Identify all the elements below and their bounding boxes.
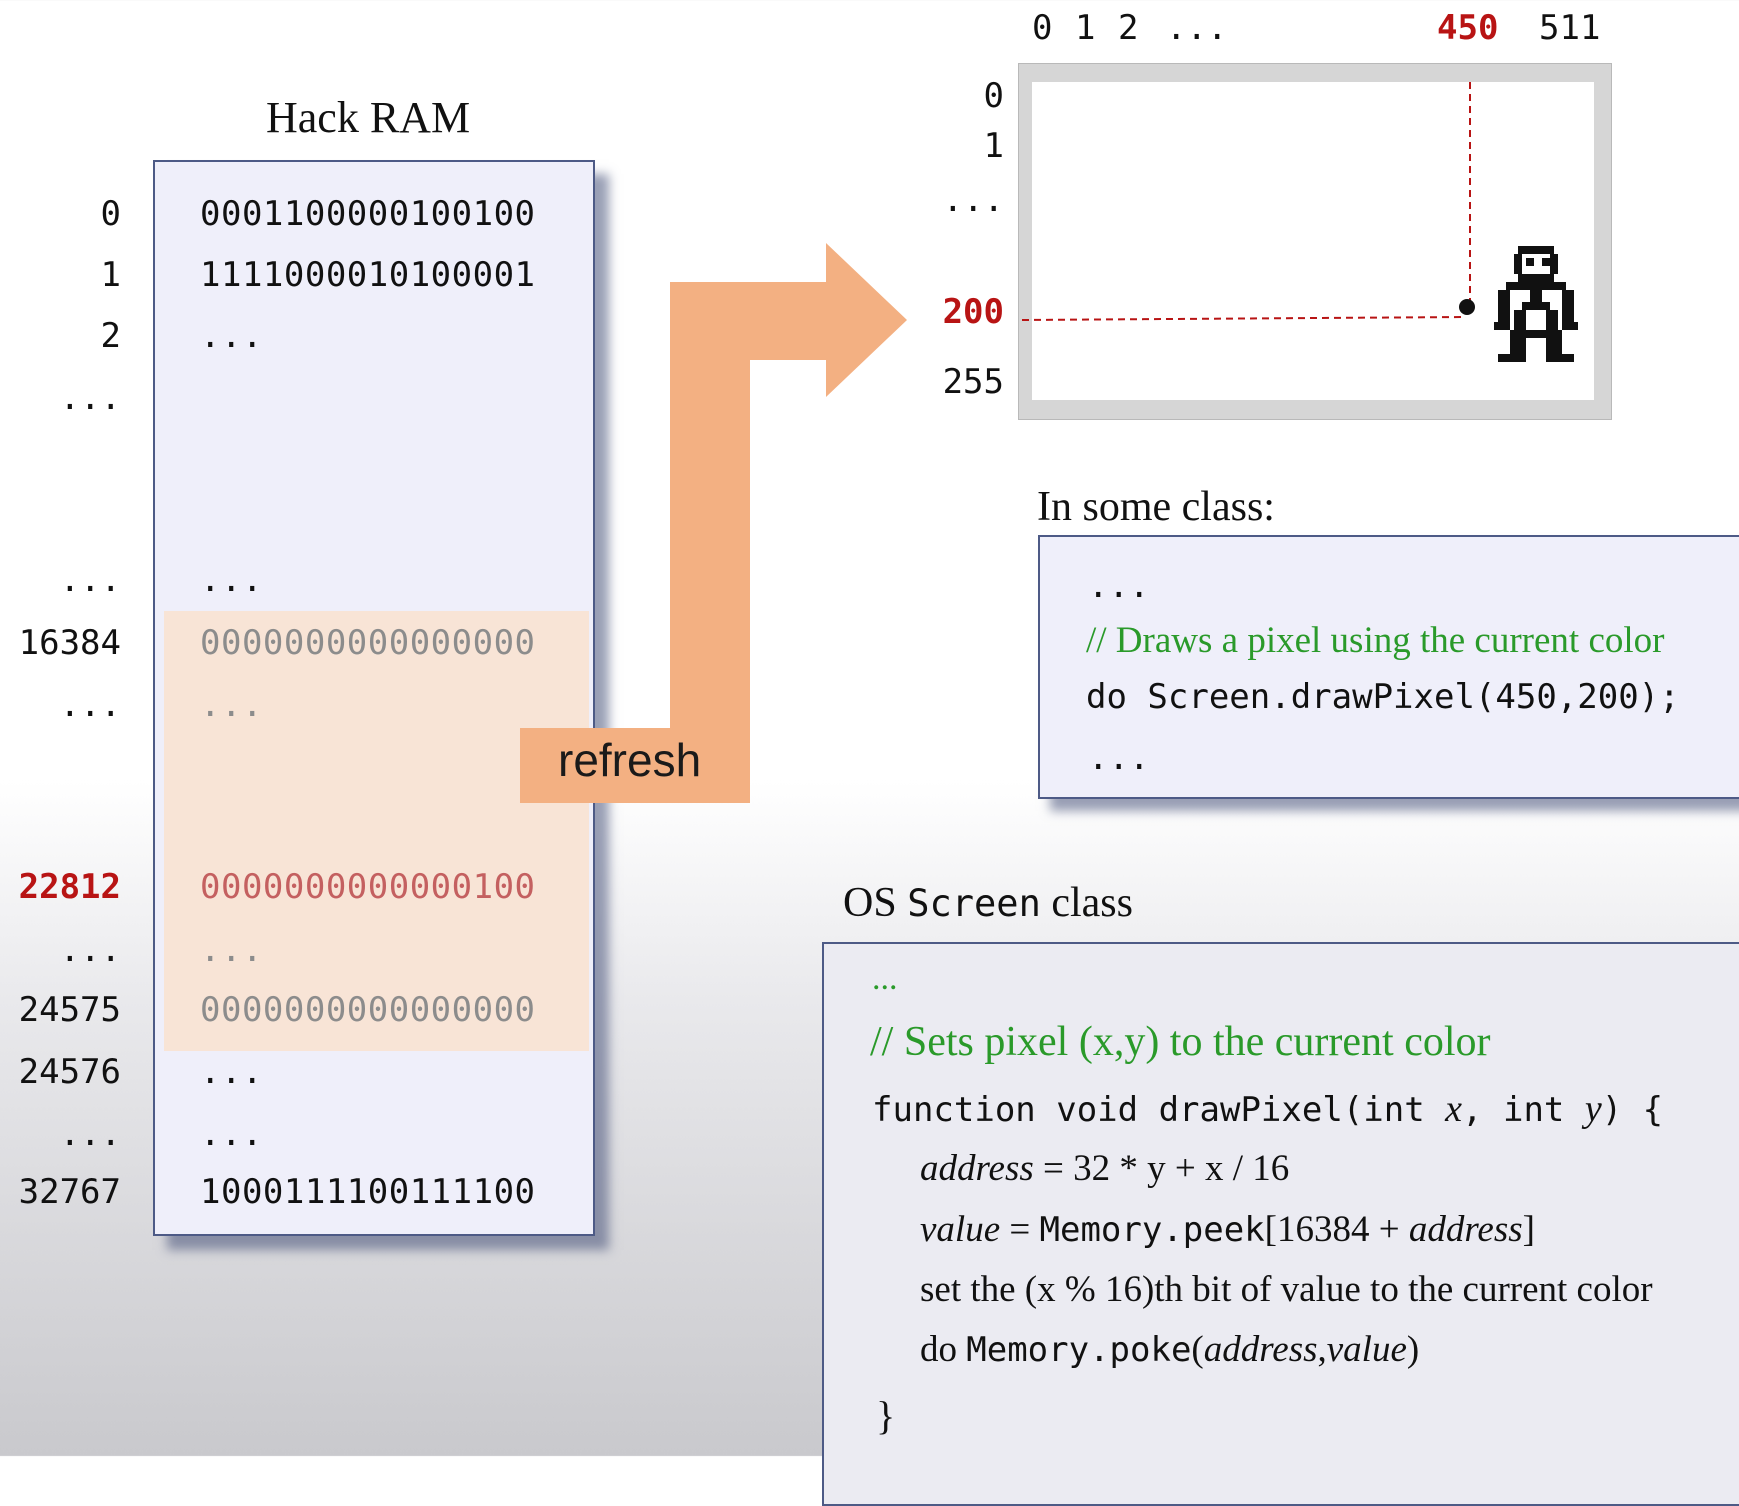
ram-value: ... xyxy=(200,560,263,600)
ram-value: ... xyxy=(200,685,263,725)
code-closing-brace: } xyxy=(876,1393,896,1438)
y-tick: ... xyxy=(942,180,1004,220)
code-comment: // Sets pixel (x,y) to the current color xyxy=(870,1019,1491,1065)
pixel-guides xyxy=(1021,82,1475,321)
x-tick: 1 xyxy=(1075,8,1096,48)
ram-address: 24575 xyxy=(18,990,121,1030)
code-line-address: address = 32 * y + x / 16 xyxy=(920,1148,1290,1189)
ram-address: 16384 xyxy=(18,623,121,663)
ram-address: 1 xyxy=(100,255,121,295)
refresh-arrow xyxy=(520,243,907,803)
code-comment: // Draws a pixel using the current color xyxy=(1086,620,1665,661)
code-call-drawpixel: do Screen.drawPixel(450,200); xyxy=(1086,677,1680,717)
code-ellipsis: ... xyxy=(1088,566,1150,606)
y-tick-highlight: 200 xyxy=(942,292,1004,332)
ram-address-highlight: 22812 xyxy=(18,867,121,907)
screen-display xyxy=(1032,82,1594,400)
refresh-label: refresh xyxy=(558,734,702,786)
function-signature: function void drawPixel(int x, int y) { xyxy=(872,1088,1664,1130)
ram-title: Hack RAM xyxy=(266,93,471,142)
code-line-value: value = Memory.peek[16384 + address] xyxy=(920,1209,1535,1250)
os-screen-code-panel xyxy=(822,942,1739,1506)
y-tick: 0 xyxy=(983,76,1004,116)
code-ellipsis: ... xyxy=(872,960,898,997)
x-tick: 511 xyxy=(1539,8,1601,48)
ram-address: ... xyxy=(59,378,121,418)
ram-value: 0000000000000000 xyxy=(200,623,536,663)
code-line-set-bit: set the (x % 16)th bit of value to the c… xyxy=(920,1269,1653,1310)
y-tick: 1 xyxy=(983,126,1004,166)
some-class-title: In some class: xyxy=(1037,484,1275,530)
ram-value: 1000111100111100 xyxy=(200,1172,536,1212)
ram-value: ... xyxy=(200,930,263,970)
ram-address: 24576 xyxy=(18,1052,121,1092)
ram-value: ... xyxy=(200,316,263,356)
ram-value: 1111000010100001 xyxy=(200,255,536,295)
pixel-character-icon xyxy=(1494,246,1578,362)
ram-value: 0001100000100100 xyxy=(200,194,536,234)
ram-address: 2 xyxy=(100,316,121,356)
ram-value: 0000000000000000 xyxy=(200,990,536,1030)
some-class-code-panel xyxy=(1038,535,1739,799)
x-tick: ... xyxy=(1166,8,1228,48)
ram-value-highlight: 0000000000000100 xyxy=(200,867,536,907)
ram-address: ... xyxy=(59,930,121,970)
x-tick: 2 xyxy=(1118,8,1139,48)
code-ellipsis: ... xyxy=(1088,738,1150,778)
x-tick: 0 xyxy=(1032,8,1053,48)
ram-address: ... xyxy=(59,685,121,725)
ram-address: 32767 xyxy=(18,1172,121,1212)
screen-memory-map-band xyxy=(164,611,589,1051)
ram-value: ... xyxy=(200,1114,263,1154)
x-tick-highlight: 450 xyxy=(1437,8,1499,48)
ram-address: ... xyxy=(59,1114,121,1154)
code-line-poke: do Memory.poke(address,value) xyxy=(920,1329,1420,1370)
y-tick: 255 xyxy=(942,362,1004,402)
os-screen-class-title: OS Screen class xyxy=(843,880,1134,926)
ram-value: ... xyxy=(200,1052,263,1092)
ram-address: 0 xyxy=(100,194,121,234)
ram-address: ... xyxy=(59,560,121,600)
